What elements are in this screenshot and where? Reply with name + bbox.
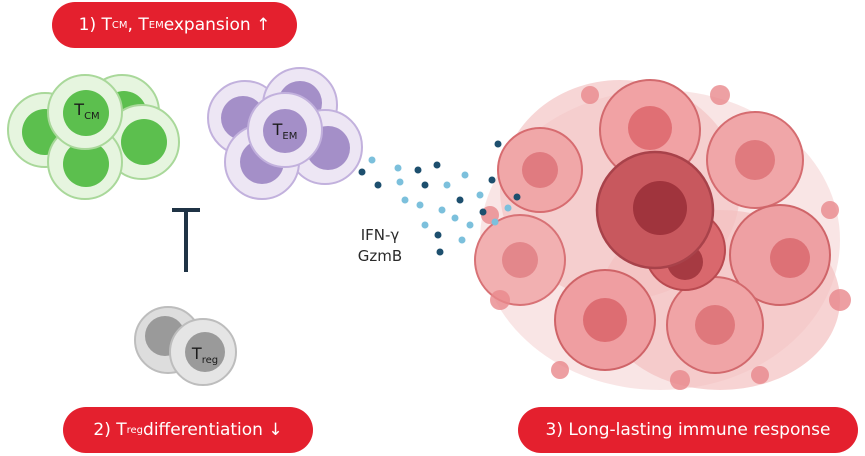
tumor-cluster [474,79,851,390]
molecule-dot [368,156,376,164]
tcm-cell-cluster [7,74,180,200]
molecule-dot [401,196,409,204]
molecule-dot [358,168,366,176]
step2-suffix: differentiation ↓ [143,420,283,440]
treg-label-main: T [191,344,202,363]
molecule-dot [421,221,429,229]
inhibition-symbol [172,208,200,272]
molecule-dot [451,214,459,222]
molecule-dot [414,166,422,174]
step1-prefix: 1) T [78,15,112,35]
step3-banner: 3) Long-lasting immune response [518,407,858,453]
molecule-dot [394,164,402,172]
treg-cell-label: Treg [180,344,230,366]
molecule-dot [396,178,404,186]
tem-cell-cluster [207,67,363,200]
molecule-dot [488,176,496,184]
molecule-dot [438,206,446,214]
molecule-dot [416,201,424,209]
molecule-dot [434,231,442,239]
molecule-dot [476,191,484,199]
molecule-dot [433,161,441,169]
molecule-dot [443,181,451,189]
molecule-dot [479,208,487,216]
step1-suffix: expansion ↑ [163,15,271,35]
molecule-dot [513,193,521,201]
tcm-label-main: T [74,100,85,119]
secreted-molecules [358,140,521,256]
treg-label-sub: reg [201,355,219,367]
step2-prefix: 2) T [93,420,127,440]
step3-label: 3) Long-lasting immune response [545,420,831,440]
step1-em-sub: EM [148,19,164,31]
tem-cell-label: TEM [260,120,310,142]
step1-sep: , T [127,15,149,35]
step2-reg-sub: reg [126,424,144,436]
tcm-cell-label: TCM [62,100,112,122]
molecule-dot [491,218,499,226]
tcm-label-sub: CM [84,111,100,123]
tem-label-sub: EM [282,131,298,143]
molecule-dot [504,204,512,212]
step1-cm-sub: CM [111,19,128,31]
molecule-dot [466,221,474,229]
molecule-dot [456,196,464,204]
molecule-dot [421,181,429,189]
tem-label-main: T [272,120,283,139]
molecule-dot [436,248,444,256]
treg-cell-cluster [134,306,237,386]
molecule-dot [494,140,502,148]
ifn-gamma-label: IFN-γ [360,226,400,244]
molecule-dot [374,181,382,189]
molecule-dot [458,236,466,244]
molecule-dot [461,171,469,179]
gzmb-label: GzmB [357,247,403,265]
